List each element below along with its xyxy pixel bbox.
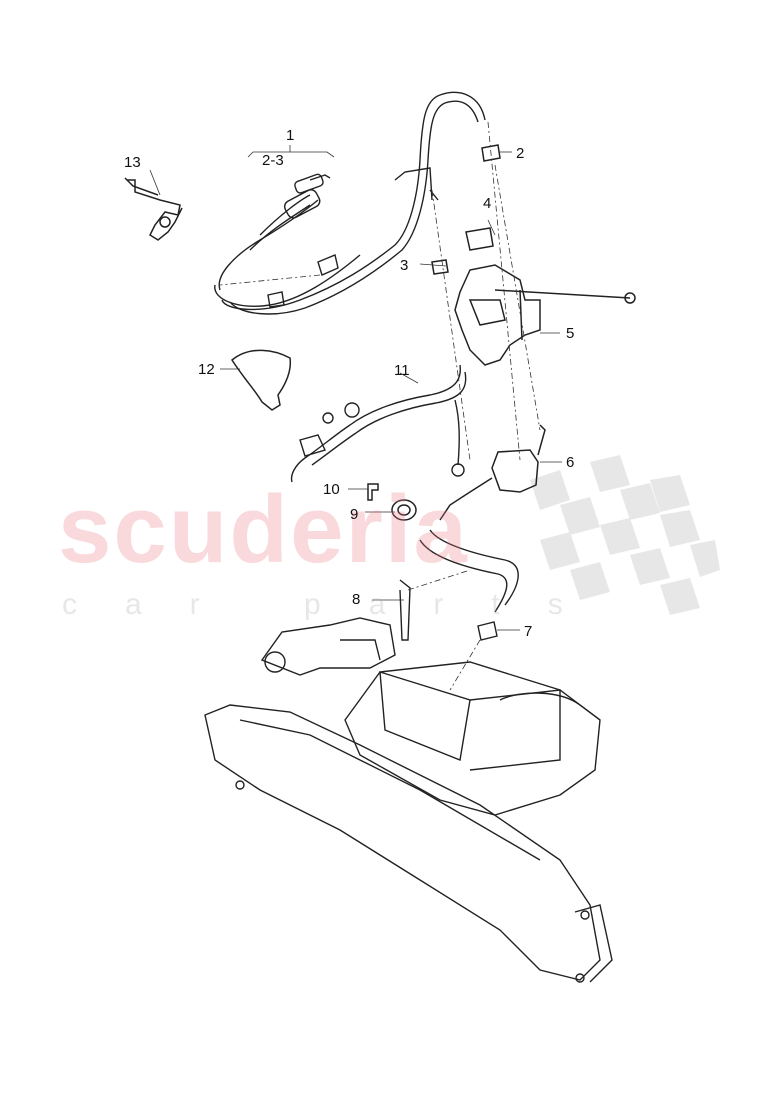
callout-8: 8 xyxy=(352,591,361,608)
callout-7: 7 xyxy=(524,623,533,640)
callout-1: 1 xyxy=(286,127,295,144)
callout-2: 2 xyxy=(516,145,525,162)
thermostat-housing-part xyxy=(260,617,396,676)
solenoid-valve-part xyxy=(439,424,546,521)
hose-assembly xyxy=(214,91,486,315)
engine-assembly xyxy=(204,661,613,983)
heat-shield-part xyxy=(231,349,292,411)
lower-hose-part xyxy=(399,529,519,641)
callout-12: 12 xyxy=(198,361,215,378)
checkered-flag-logo xyxy=(530,455,720,615)
callout-2-3: 2-3 xyxy=(262,152,284,169)
callout-9: 9 xyxy=(350,506,359,523)
leader-lines xyxy=(149,121,562,691)
callout-4: 4 xyxy=(483,195,492,212)
watermark-tagline: car parts xyxy=(62,588,611,621)
wiring-harness xyxy=(290,364,467,483)
valve-part xyxy=(454,264,636,366)
callout-11: 11 xyxy=(394,362,410,379)
callout-10: 10 xyxy=(323,481,340,498)
bracket-part xyxy=(124,177,183,241)
callout-5: 5 xyxy=(566,325,575,342)
watermark-brand: scuderia xyxy=(58,476,469,583)
callout-13: 13 xyxy=(124,154,141,171)
callout-6: 6 xyxy=(566,454,575,471)
callout-3: 3 xyxy=(400,257,409,274)
clip-parts xyxy=(431,144,501,275)
fastener-parts xyxy=(367,483,417,521)
